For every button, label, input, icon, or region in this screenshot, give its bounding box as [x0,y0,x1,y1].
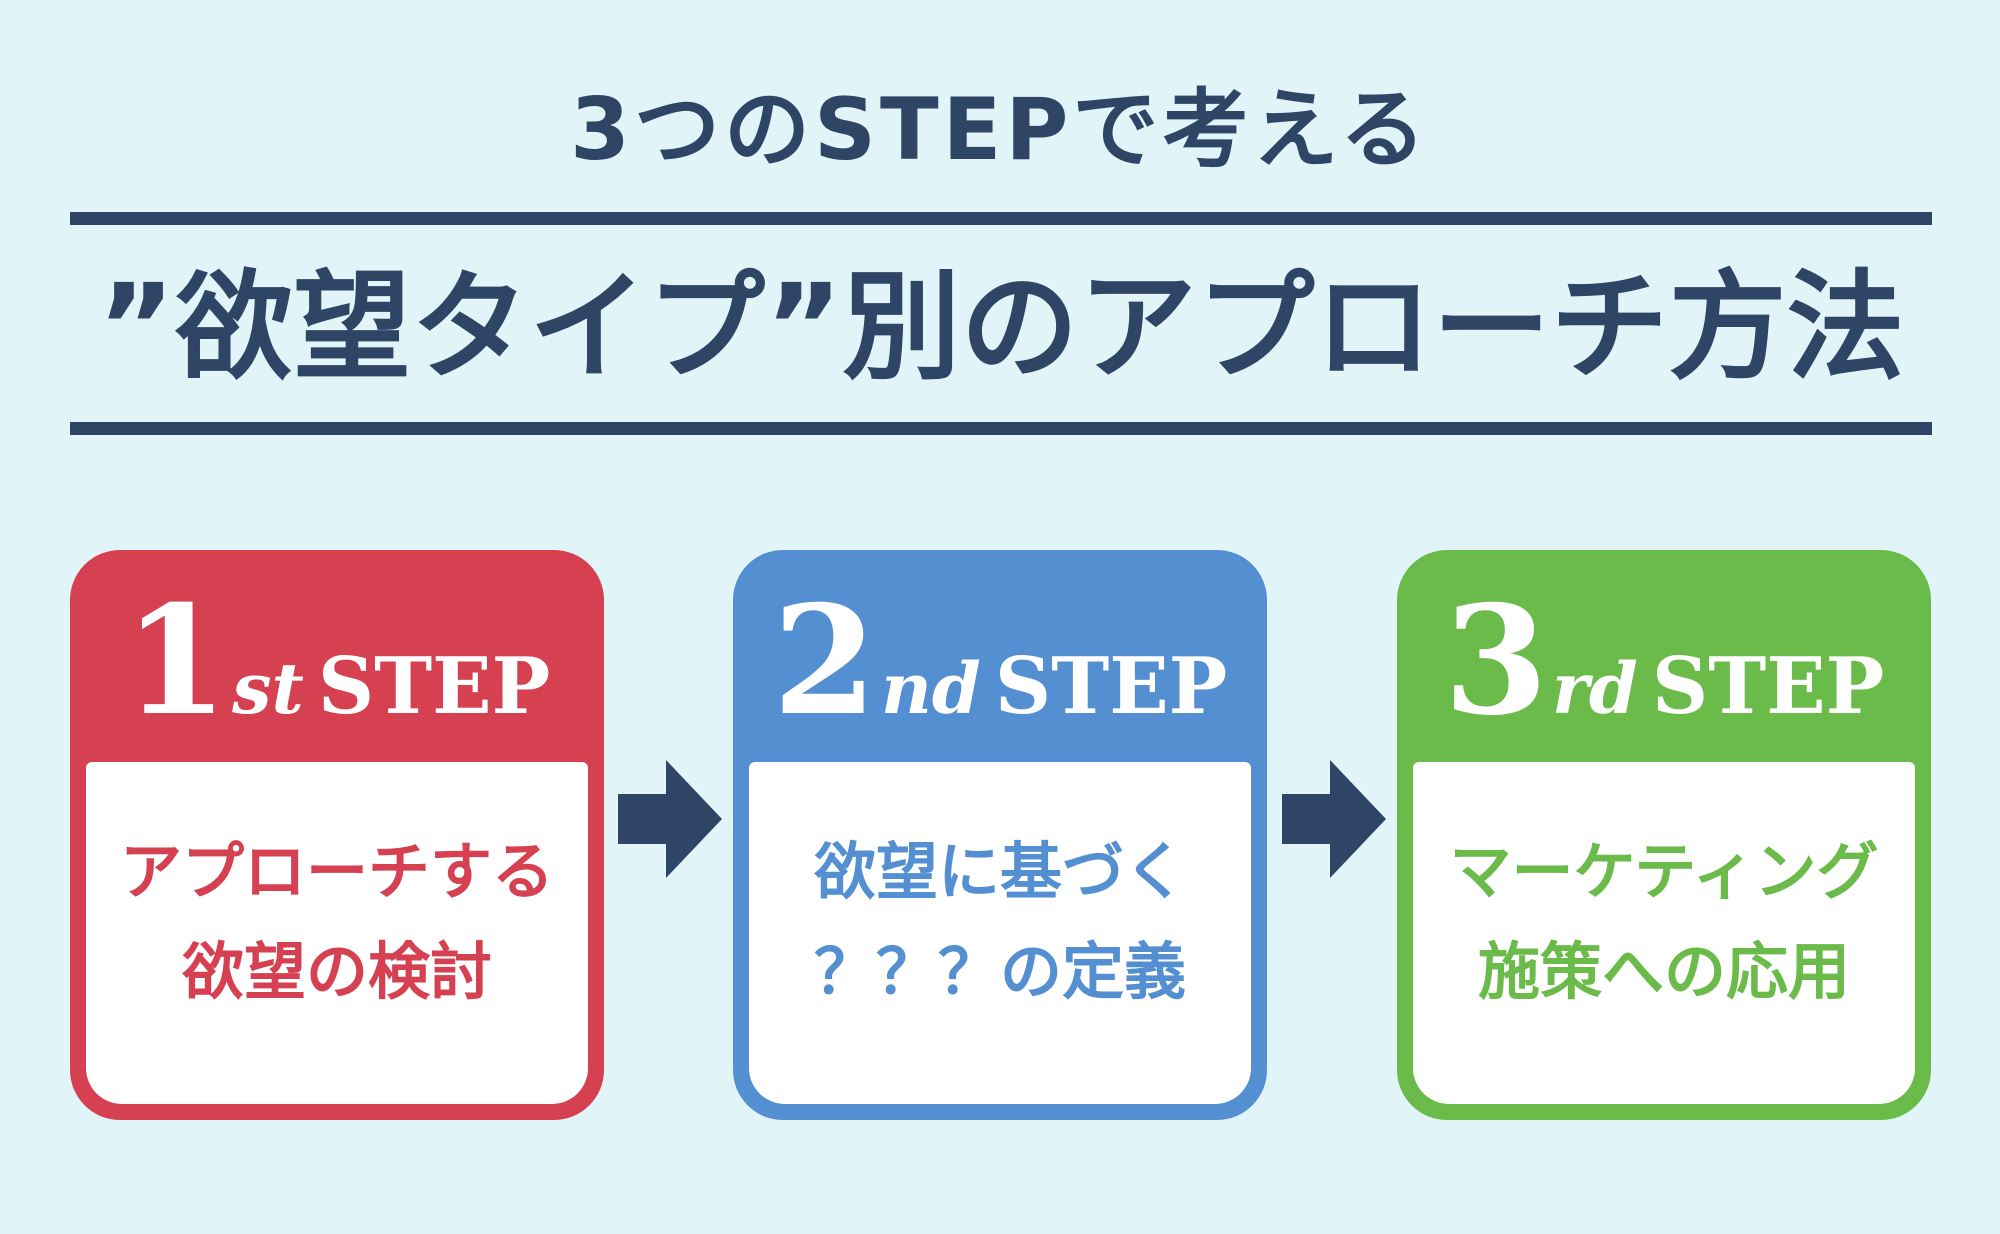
page-title: ”欲望タイプ”別のアプローチ方法 [97,258,1905,396]
step-body: マーケティング 施策への応用 [1413,762,1915,1104]
step-number: 2 [772,573,878,749]
step-text-line: 欲望の検討 [181,935,492,1008]
step-ordinal-suffix: st [232,647,304,730]
step-text-line: マーケティング [1449,835,1879,908]
step-label: STEP [317,641,551,732]
right-arrow-icon [1282,760,1386,878]
step-ordinal-suffix: nd [881,647,981,730]
step-text-line: 欲望に基づく [813,835,1186,908]
step-number: 1 [123,573,229,749]
right-arrow-icon [618,760,722,878]
step-text-line: 施策への応用 [1477,935,1850,1008]
step-text-line: ？？？の定義 [813,935,1186,1008]
step-body: アプローチする 欲望の検討 [86,762,588,1104]
step-label: STEP [1651,641,1885,732]
subtitle: 3つのSTEPで考える [570,80,1430,180]
step-text-line: アプローチする [119,835,554,908]
step-body: 欲望に基づく ？？？の定義 [749,762,1251,1104]
step-number: 3 [1443,573,1549,749]
title-bottom-rule [70,422,1932,435]
step-ordinal-suffix: rd [1552,647,1638,730]
step-label: STEP [994,641,1228,732]
title-top-rule [70,212,1932,225]
